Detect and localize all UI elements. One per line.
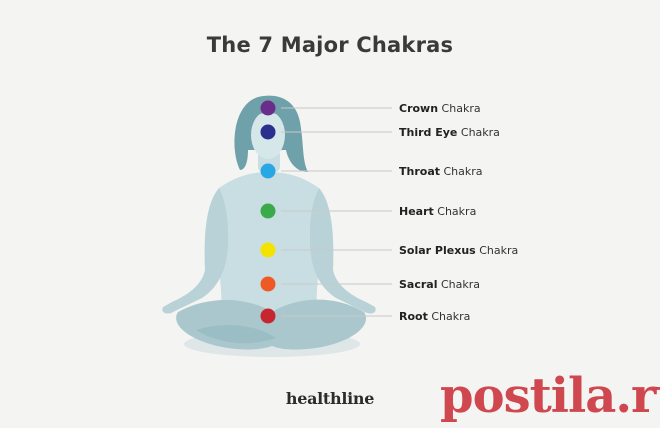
root-chakra-dot — [260, 308, 276, 324]
sacral-chakra-dot — [260, 276, 276, 292]
throat-chakra-dot — [260, 163, 276, 179]
root-chakra-label: Root Chakra — [399, 310, 471, 323]
third-eye-chakra-label: Third Eye Chakra — [399, 126, 500, 139]
sacral-chakra-label: Sacral Chakra — [399, 278, 481, 291]
brand-logo: healthline — [285, 389, 375, 408]
hair-fringe — [252, 106, 286, 120]
page-title: The 7 Major Chakras — [206, 33, 454, 57]
leader-lines — [281, 107, 392, 317]
right-arm — [309, 188, 376, 314]
crown-chakra-label: Crown Chakra — [399, 102, 481, 115]
solar-plexus-chakra-label: Solar Plexus Chakra — [399, 244, 519, 257]
heart-chakra-label: Heart Chakra — [399, 205, 477, 218]
left-arm — [162, 188, 229, 314]
leg-fold — [196, 324, 276, 344]
chakra-dots — [260, 100, 276, 324]
watermark: postila.ru — [440, 368, 660, 424]
solar-plexus-chakra-dot — [260, 242, 276, 258]
throat-chakra-label: Throat Chakra — [399, 165, 483, 178]
heart-chakra-dot — [260, 203, 276, 219]
third-eye-chakra-dot — [260, 124, 276, 140]
crown-chakra-dot — [260, 100, 276, 116]
